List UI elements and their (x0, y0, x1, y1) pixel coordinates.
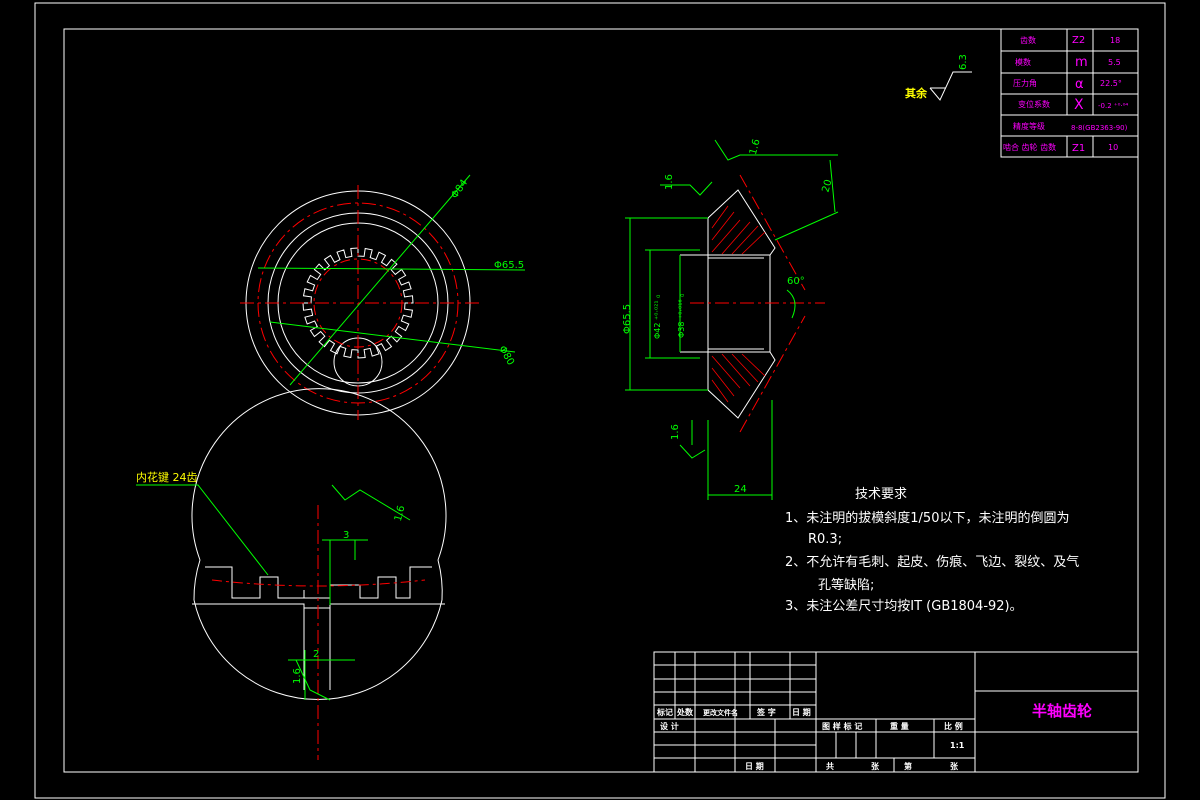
front-dim-d655: Φ65.5 (494, 260, 524, 271)
param-symbol-mating: Z1 (1072, 143, 1085, 154)
section-dim-20: 20 (821, 178, 835, 193)
tb-design: 设 计 (660, 721, 679, 731)
detail-circle (191, 388, 447, 561)
roughness-other-value: 6.3 (958, 54, 969, 70)
tb-page: 张 (871, 762, 880, 771)
tb-total: 共 (826, 761, 834, 771)
param-name-accuracy: 精度等级 (1013, 121, 1045, 131)
tech-line-1: 1、未注明的拔模斜度1/50以下，未注明的倒圆为 (785, 510, 1069, 526)
front-view: Φ84 Φ65.5 Φ80 (240, 174, 526, 420)
detail-dim-rough-top: 1.6 (393, 504, 408, 522)
param-name-teeth: 齿数 (1020, 35, 1036, 45)
section-dim-rough-top: 1.6 (748, 138, 763, 156)
section-view: 1.6 1.6 20 Φ65.5 Φ42 ⁺⁰·⁰²¹ ₀ Φ38 ⁺⁰·⁰¹⁶… (622, 138, 839, 500)
detail-dim-rough-bottom: 1.6 (292, 668, 303, 684)
param-symbol-teeth: Z2 (1072, 35, 1085, 46)
param-symbol-module: m (1075, 55, 1088, 70)
section-dim-d42: Φ42 ⁺⁰·⁰²¹ ₀ (653, 295, 662, 339)
param-name-mating: 啮合 齿轮 齿数 (1003, 142, 1056, 152)
param-table: 齿数 模数 压力角 变位系数 精度等级 啮合 齿轮 齿数 Z2 m α X Z1… (1000, 28, 1139, 158)
front-dim-d84: Φ84 (449, 178, 470, 201)
tb-mark: 标记 (656, 707, 673, 717)
tb-scale-label: 比 例 (944, 721, 963, 731)
section-dim-rough-bottom: 1.6 (670, 424, 681, 440)
tech-line-2b: 孔等缺陷; (818, 577, 874, 593)
tb-page2: 张 (950, 762, 959, 771)
section-dim-24: 24 (734, 484, 747, 495)
tech-title: 技术要求 (855, 487, 907, 502)
tech-line-2: 2、不允许有毛刺、起皮、伤痕、飞边、裂纹、及气 (785, 554, 1079, 570)
detail-dim-2: 2 (313, 649, 319, 660)
detail-dim-3: 3 (343, 530, 349, 541)
tb-count: 处数 (676, 707, 694, 717)
title-block: 标记 处数 更改文件名 签 字 日 期 设 计 图 样 标 记 重 量 比 例 … (653, 651, 1139, 773)
param-value-module: 5.5 (1108, 58, 1121, 67)
detail-label-spline: 内花键 24齿 (136, 470, 198, 484)
param-symbol-shift: X (1074, 97, 1084, 113)
param-value-teeth: 18 (1110, 36, 1120, 45)
param-name-module: 模数 (1015, 57, 1031, 67)
tech-requirements: 技术要求 1、未注明的拔模斜度1/50以下，未注明的倒圆为 R0.3; 2、不允… (785, 487, 1079, 614)
tb-scale: 1:1 (950, 741, 965, 750)
tb-stage: 图 样 标 记 (822, 721, 862, 731)
tb-nth: 第 (904, 761, 912, 771)
param-name-shift: 变位系数 (1018, 99, 1050, 109)
detail-view: 内花键 24齿 1.6 3 2 1.6 (136, 388, 447, 760)
tb-date: 日 期 (792, 707, 811, 717)
tb-sign: 签 字 (756, 707, 776, 717)
front-dim-d80: Φ80 (496, 344, 516, 367)
param-value-pressure-angle: 22.5° (1100, 79, 1122, 88)
roughness-other: 其余 6.3 (905, 54, 972, 101)
section-dim-d38: Φ38 ⁺⁰·⁰¹⁶ ₀ (677, 294, 686, 338)
param-value-mating: 10 (1108, 143, 1118, 152)
param-name-pressure-angle: 压力角 (1013, 78, 1037, 88)
tech-line-1b: R0.3; (808, 532, 842, 547)
param-value-accuracy: 8-8(GB2363-90) (1071, 124, 1128, 132)
roughness-other-label: 其余 (905, 86, 928, 100)
param-symbol-pressure-angle: α (1075, 77, 1084, 92)
tb-date2: 日 期 (745, 761, 764, 771)
tb-part-name: 半轴齿轮 (1032, 702, 1092, 720)
tb-doc: 更改文件名 (703, 708, 738, 717)
section-hatch (711, 205, 766, 403)
tb-weight: 重 量 (890, 721, 909, 731)
tech-line-3: 3、未注公差尺寸均按IT (GB1804-92)。 (785, 599, 1023, 614)
section-dim-angle: 60° (787, 276, 805, 287)
param-value-shift: -0.2 ⁺⁰·⁰⁴ (1098, 102, 1128, 110)
section-dim-d655: Φ65.5 (622, 304, 633, 334)
section-dim-rough-left: 1.6 (664, 174, 675, 190)
sheet-border (34, 2, 1166, 799)
